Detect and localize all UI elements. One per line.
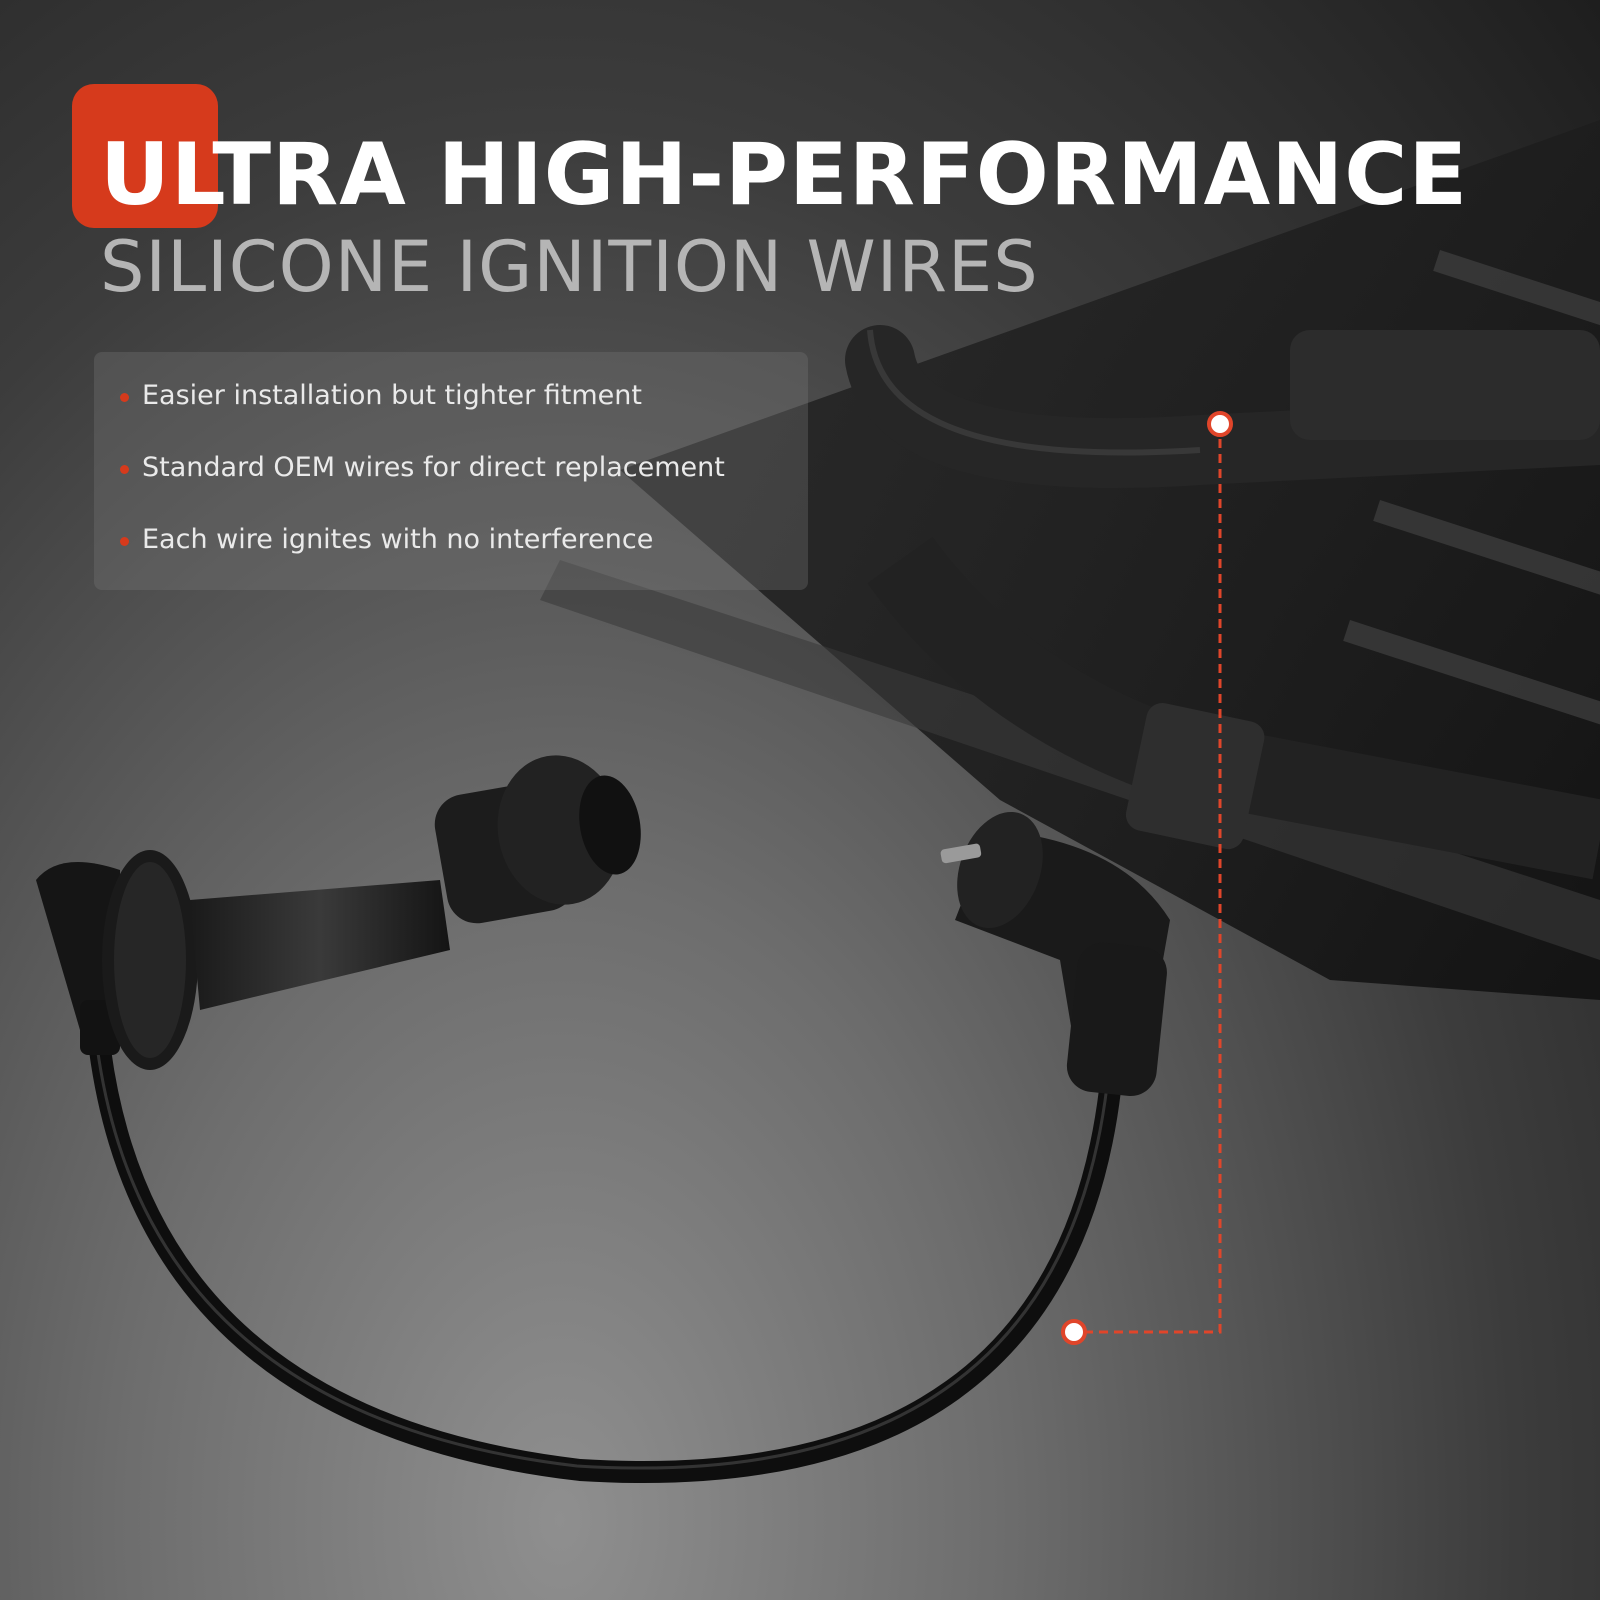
feature-item: Easier installation but tighter fitment <box>120 376 808 448</box>
ignition-wire <box>36 755 1170 1484</box>
feature-text: Standard OEM wires for direct replacemen… <box>142 452 725 483</box>
feature-item: Standard OEM wires for direct replacemen… <box>120 448 808 520</box>
feature-panel: Easier installation but tighter fitment … <box>94 352 808 590</box>
page-title: ULTRA HIGH-PERFORMANCE <box>100 125 1469 225</box>
bullet-icon <box>120 393 129 402</box>
left-boot <box>36 755 641 1070</box>
feature-item: Each wire ignites with no interference <box>120 520 808 592</box>
feature-text: Each wire ignites with no interference <box>142 524 654 555</box>
page-subtitle: SILICONE IGNITION WIRES <box>100 226 1039 308</box>
accent-square <box>72 84 218 228</box>
bullet-icon <box>120 537 129 546</box>
feature-text: Easier installation but tighter fitment <box>142 380 642 411</box>
feature-list: Easier installation but tighter fitment … <box>94 352 808 592</box>
bullet-icon <box>120 465 129 474</box>
